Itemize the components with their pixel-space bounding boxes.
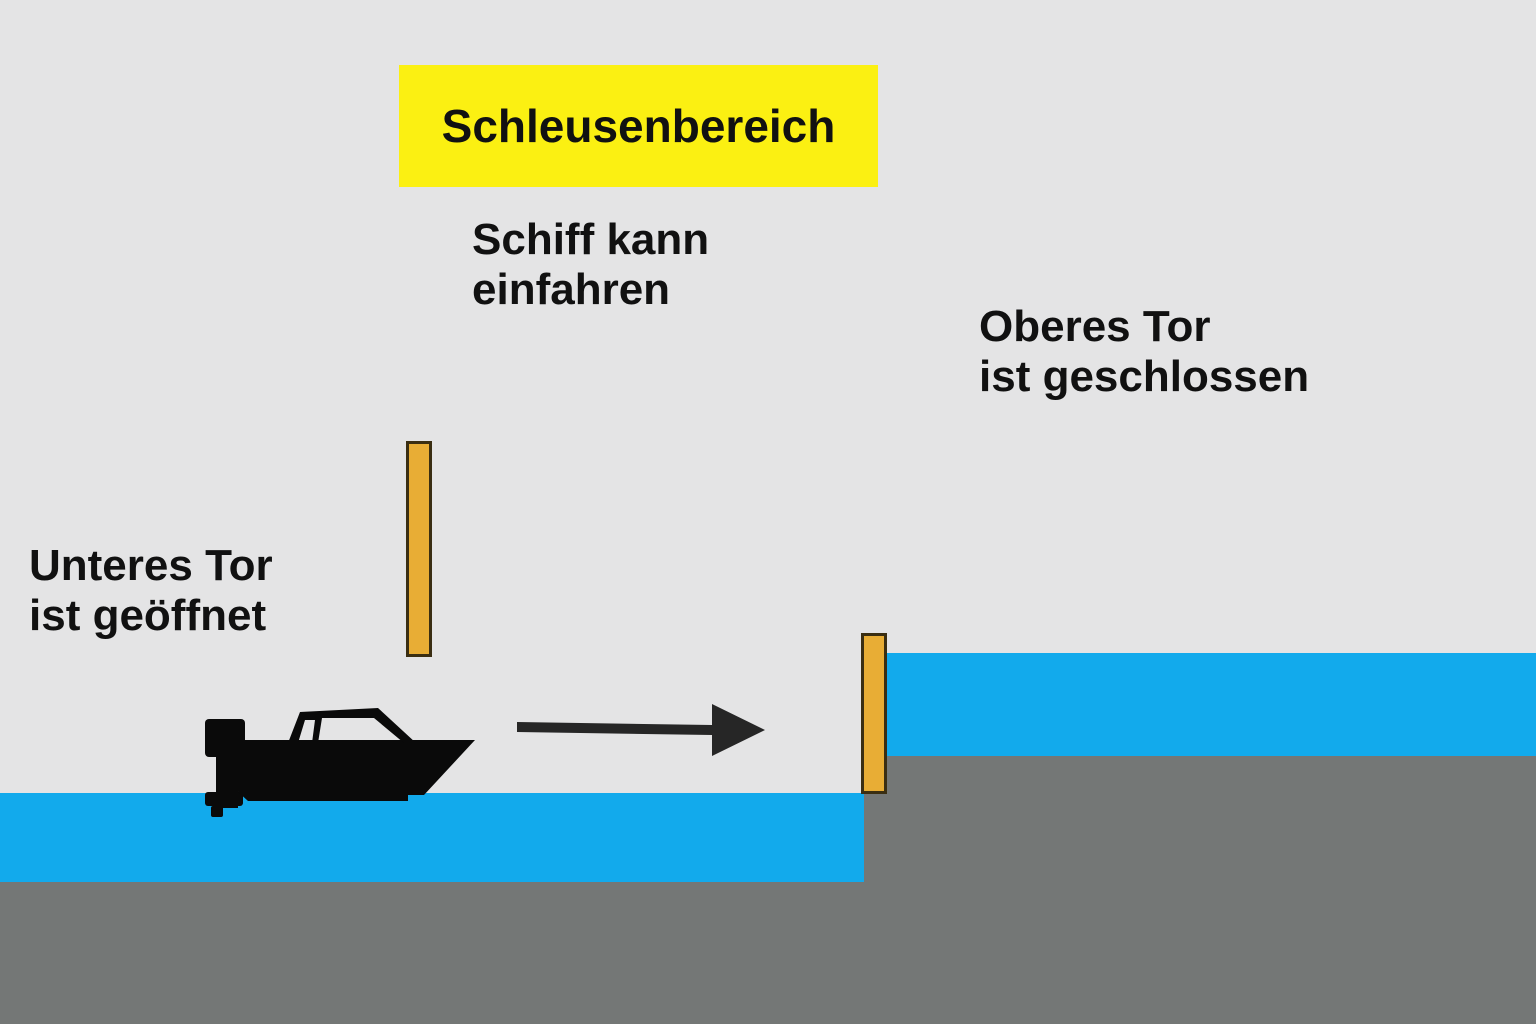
upper-gate-label-line1: Oberes Tor <box>979 302 1211 351</box>
ship-entry-label-line1: Schiff kann <box>472 215 710 264</box>
lock-area-title: Schleusenbereich <box>441 100 836 152</box>
lower-water <box>0 793 864 882</box>
arrow-right-icon <box>517 704 765 756</box>
lower-gate-label-line2: ist geöffnet <box>29 591 267 640</box>
ship-entry-label: Schiff kann einfahren <box>472 215 709 315</box>
upper-ground <box>863 756 1536 1024</box>
upper-water <box>884 653 1536 756</box>
upper-gate-label: Oberes Tor ist geschlossen <box>979 302 1309 402</box>
lock-area-title-box: Schleusenbereich <box>399 65 878 187</box>
motorboat-icon <box>205 708 475 817</box>
ship-entry-label-line2: einfahren <box>472 265 671 314</box>
upper-gate-label-line2: ist geschlossen <box>979 352 1310 401</box>
lower-gate-label-line1: Unteres Tor <box>29 541 273 590</box>
lower-ground <box>0 882 870 1024</box>
lower-gate-label: Unteres Tor ist geöffnet <box>29 541 273 641</box>
upper-gate <box>861 633 887 794</box>
lower-gate <box>406 441 432 657</box>
